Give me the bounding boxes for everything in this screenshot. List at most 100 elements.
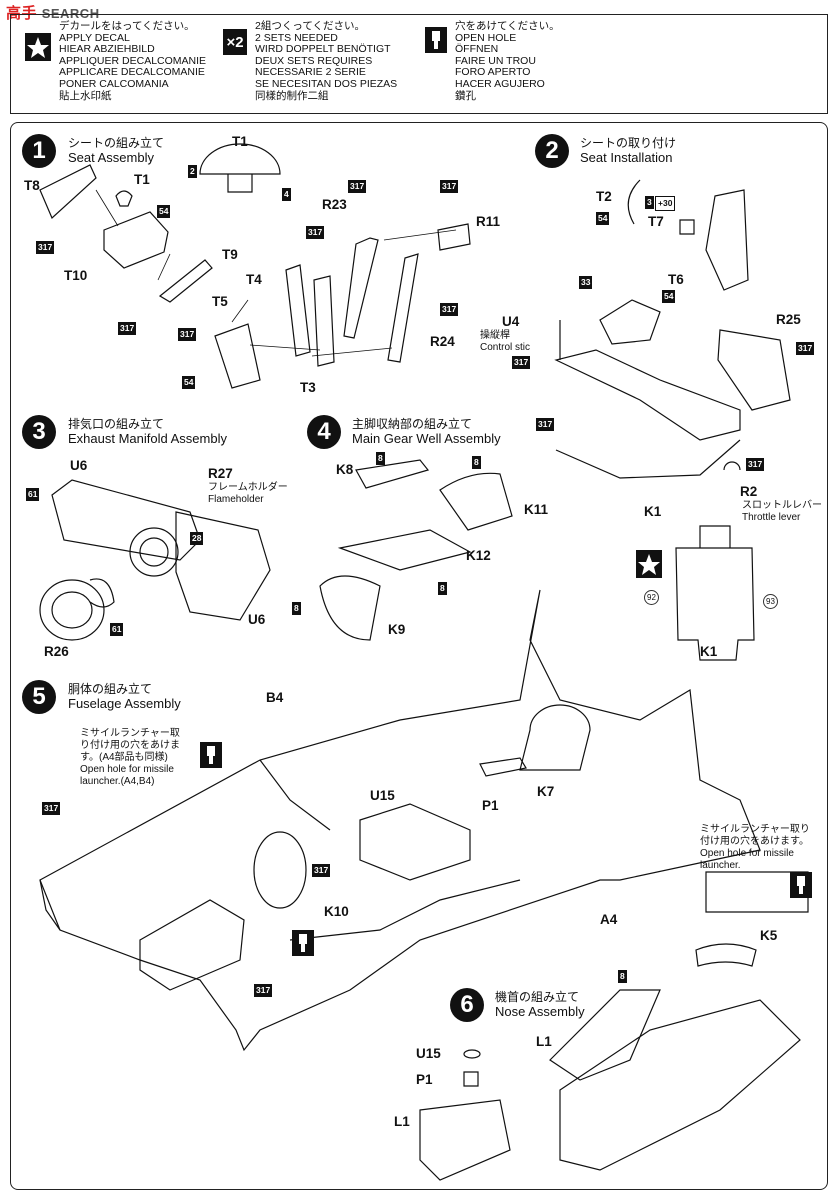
part-label: P1 [482,798,499,813]
step-number-2: 2 [535,134,569,168]
legend-line: OPEN HOLE [455,31,517,44]
part-r11-drawing [437,223,471,251]
legend-line: WIRD DOPPELT BENÖTIGT [255,43,391,56]
watermark-prefix: 高手 [6,5,38,22]
part-label: T8 [24,178,40,193]
watermark-logo: 高手 SEARCH [6,2,100,23]
throttle-en: Throttle lever [742,512,801,523]
part-r27-drawing [129,527,179,577]
part-k5-drawing [695,943,757,967]
color-callout: 317 [36,241,55,254]
step-6-title-en: Nose Assembly [495,1004,585,1019]
color-callout: 317 [348,180,367,193]
legend-line: 貼上水印紙 [59,89,112,102]
color-callout: 8 [618,970,627,983]
color-callout: 2 [188,165,197,178]
decal-number: 92 [644,590,659,605]
instruction-sheet [10,122,828,1190]
part-k11-drawing [439,472,513,531]
legend-line: 鑽孔 [455,89,476,102]
part-l1-nose-drawing [549,989,661,1081]
note-line: ミサイルランチャー取 [80,728,180,739]
legend-line: PONER CALCOMANIA [59,77,169,90]
color-callout: 317 [796,342,815,355]
flameholder-en: Flameholder [208,494,264,505]
legend-line: APPLICARE DECALCOMANIE [59,66,205,79]
part-label: B4 [266,690,284,705]
part-k8-drawing [355,459,430,489]
color-callout: 61 [26,488,40,501]
part-t4-drawing [285,264,311,357]
legend-line: NECESSARIE 2 SERIE [255,66,366,79]
step-number-5: 5 [22,680,56,714]
missile-hole-detail-drawing [705,871,809,913]
part-label: T3 [300,380,316,395]
part-label: K11 [524,502,549,517]
legend-line: SE NECESITAN DOS PIEZAS [255,77,398,90]
legend-line: FAIRE UN TROU [455,54,536,67]
note-line: 付け用の穴をあけます。 [700,836,809,847]
part-label: T1 [232,134,248,149]
note-line: launcher. [700,860,741,871]
legend-line: 2組つくってください。 [255,20,365,32]
fuselage-outline-drawing [39,589,761,1052]
part-u15-drawing [463,1049,481,1059]
step-number-4: 4 [307,415,341,449]
missile-hole-note-b4: ミサイルランチャー取 り付け用の穴をあけま す。(A4部品も同様) Open h… [80,728,180,788]
part-label: K8 [336,462,354,477]
part-label: T7 [648,214,664,229]
note-line: す。(A4部品も同様) [80,752,168,763]
step-number-3: 3 [22,415,56,449]
part-t5-drawing [214,323,261,389]
color-callout: 317 [440,303,459,316]
throttle-label: スロットルレバー Throttle lever [742,500,822,524]
part-r26-drawing [39,579,105,641]
color-callout: 54 [182,376,196,389]
note-line: Open hole for missile [700,848,794,859]
control-stick-en: Control stic [480,342,531,353]
open-hole-icon [425,27,447,53]
open-hole-icon [292,930,314,956]
step-4-title-en: Main Gear Well Assembly [352,431,501,446]
part-u6-lower-drawing [175,511,271,621]
step-1-title-en: Seat Assembly [68,150,154,165]
color-callout: 4 [282,188,291,201]
note-line: Open hole for missile [80,764,174,775]
color-callout: 317 [746,458,765,471]
step-5-title-jp: 胴体の組み立て [68,682,153,696]
part-label: L1 [536,1034,552,1049]
part-k7-drawing [479,757,527,777]
part-label: K12 [466,548,491,563]
part-label: R25 [776,312,801,327]
part-label: T2 [596,189,612,204]
part-t1-small-drawing [115,190,133,207]
part-label: T4 [246,272,262,287]
part-label: U6 [248,612,266,627]
part-k1-detail-drawing [675,547,755,661]
part-label: T6 [668,272,684,287]
part-p1-drawing [463,1071,479,1087]
exhaust-installed-drawing [519,704,591,771]
flameholder-jp: フレームホルダー [208,482,288,493]
legend-line: FORO APERTO [455,66,531,79]
part-label: R27 [208,466,233,481]
decal-star-icon [636,550,662,578]
part-label: U15 [416,1046,441,1061]
part-t7-drawing [679,219,695,235]
seat-frame-drawing [599,299,661,345]
step-6-title-jp: 機首の組み立て [495,990,580,1004]
control-stick-label: 操縦桿 Control stic [480,330,530,354]
part-label: T5 [212,294,228,309]
part-t9-drawing [158,259,213,303]
step-number-6: 6 [450,988,484,1022]
color-callout: 33 [579,276,593,289]
part-label: T9 [222,247,238,262]
part-t10-drawing [103,211,169,269]
color-callout: 317 [312,864,331,877]
part-label: R23 [322,197,347,212]
step-2-title-jp: シートの取り付け [580,136,677,150]
color-callout: 54 [157,205,171,218]
legend-line: デカールをはってください。 [59,20,195,32]
control-stick-jp: 操縦桿 [480,330,510,341]
